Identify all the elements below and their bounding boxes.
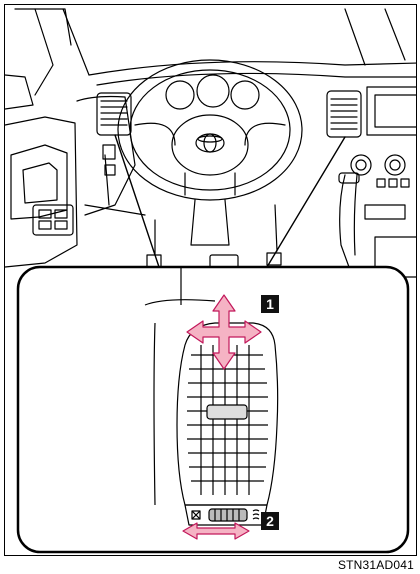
gauge-left	[166, 81, 194, 109]
dashboard-illustration	[5, 5, 417, 556]
gauge-center	[197, 75, 229, 107]
steering-wheel	[118, 60, 302, 200]
figure-id: STN31AD041	[338, 558, 414, 572]
a-pillar-left	[15, 9, 71, 45]
vent-tab	[207, 405, 247, 419]
callout-badge-1: 1	[261, 295, 279, 313]
control-knob-left	[351, 155, 371, 175]
callout-line-right	[267, 137, 345, 267]
door-panel-left	[5, 117, 77, 267]
control-knob-right	[385, 155, 405, 175]
gauge-right	[231, 81, 259, 109]
illustration-frame: 1 2	[4, 4, 417, 556]
right-air-vent	[327, 91, 361, 137]
callout-badge-2: 2	[261, 512, 279, 530]
gear-shifter	[340, 175, 349, 267]
